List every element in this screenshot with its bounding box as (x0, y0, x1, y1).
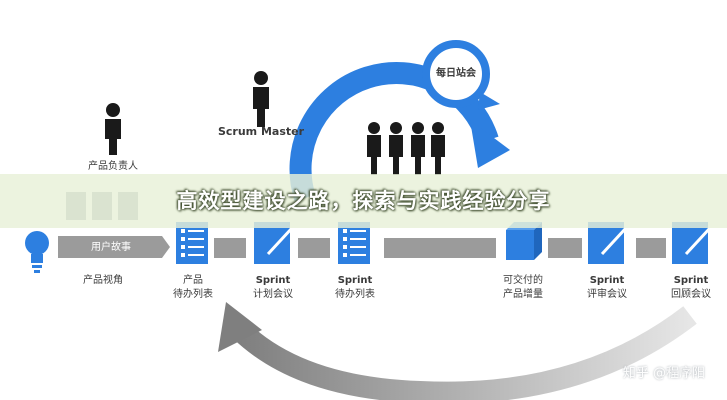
user-story-label: 用户故事 (91, 242, 131, 253)
scrum-master-icon (253, 71, 269, 127)
daily-standup-badge (422, 40, 500, 110)
sprint-retrospective-icon (672, 222, 716, 264)
step-label-product-backlog: 产品 待办列表 (173, 275, 213, 300)
feedback-loop-arrow (218, 302, 697, 400)
product-owner-icon (105, 103, 121, 155)
step-label-sprint-backlog: Sprint 待办列表 (335, 275, 375, 300)
daily-standup-label: 每日站会 (436, 68, 476, 79)
product-backlog-icon (176, 222, 208, 264)
product-owner-label: 产品负责人 (88, 161, 138, 172)
watermark: 知乎 @程序阳 (622, 366, 705, 381)
step-label-product-increment: 可交付的 产品增量 (503, 275, 543, 300)
step-connectors (214, 238, 666, 258)
step-label-sprint-planning: Sprint 计划会议 (253, 275, 293, 300)
user-story-band (58, 236, 170, 258)
step-label-sprint-review: Sprint 评审会议 (587, 275, 627, 300)
step-label-sprint-retrospective: Sprint 回顾会议 (671, 275, 711, 300)
sprint-backlog-icon (338, 222, 370, 264)
banner-title: 高效型建设之路，探索与实践经验分享 (176, 189, 551, 213)
step-label-product-vision: 产品视角 (83, 275, 123, 286)
lightbulb-icon (25, 231, 49, 273)
sprint-review-icon (588, 222, 634, 264)
scrum-master-label: Scrum Master (217, 125, 305, 138)
sprint-planning-icon (254, 222, 300, 264)
title-banner (0, 174, 727, 228)
team-icon (367, 122, 445, 175)
